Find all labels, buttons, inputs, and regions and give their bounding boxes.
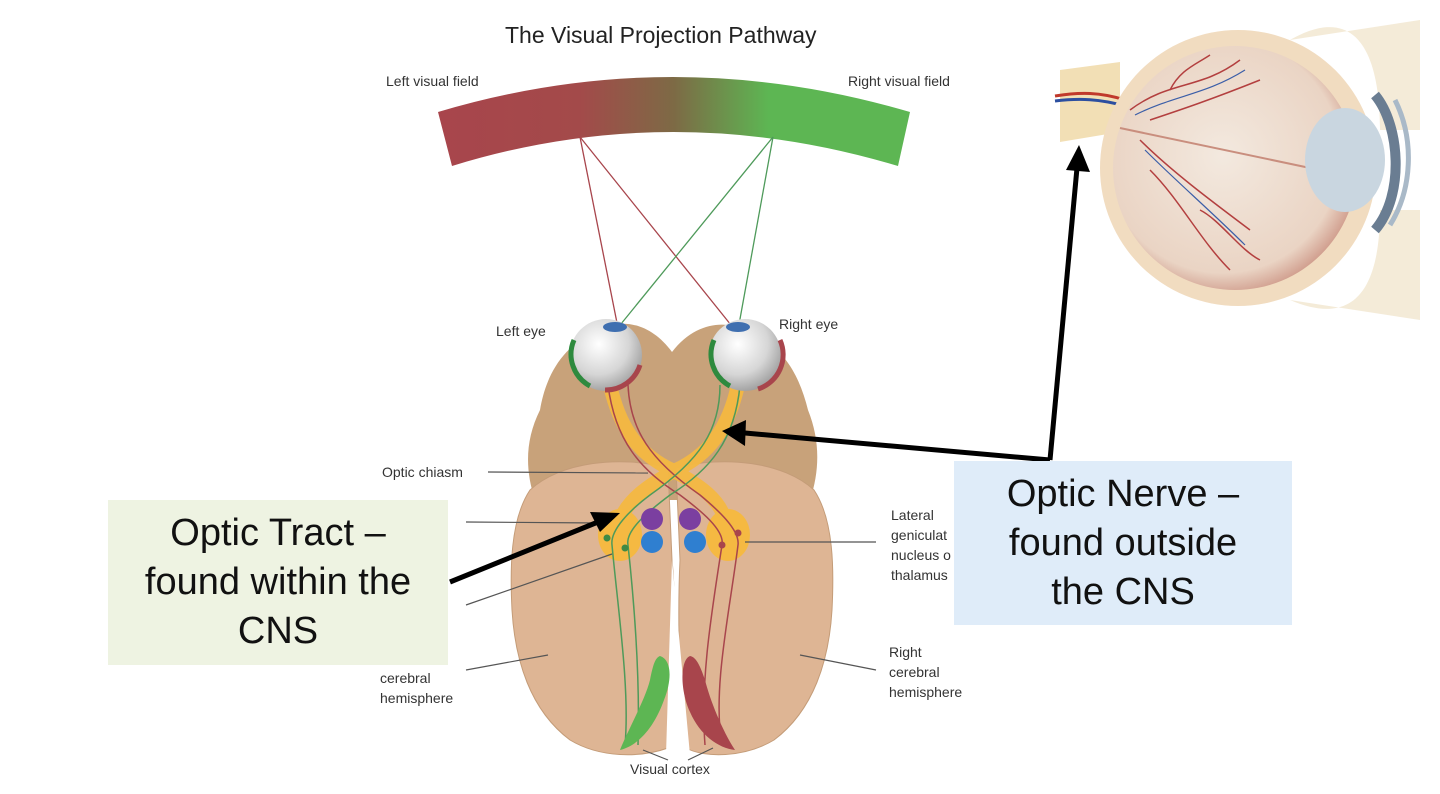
left-hemisphere-label: cerebral hemisphere <box>380 670 454 706</box>
lgn-dot <box>621 544 629 552</box>
nucleus-purple-left <box>641 508 663 530</box>
diagram-title: The Visual Projection Pathway <box>505 22 817 48</box>
projection-lines <box>579 136 774 339</box>
visual-cortex-label: Visual cortex <box>630 761 710 777</box>
left-eye <box>568 319 643 393</box>
nucleus-blue-right <box>684 531 706 553</box>
midline-fissure <box>666 560 690 755</box>
right-visual-field-label: Right visual field <box>848 73 950 89</box>
visual-cortex-right <box>682 656 735 750</box>
leader-lines <box>465 471 877 761</box>
right-hemisphere-label: Right cerebral hemisphere <box>889 644 963 700</box>
visual-field-arc <box>438 77 910 166</box>
optic-tract-callout: Optic Tract – found within the CNS <box>108 500 448 665</box>
visual-cortex-left <box>620 656 670 750</box>
lateral-geniculate-label: Lateral geniculat nucleus o thalamus <box>891 507 951 583</box>
eyeball-cross-section <box>1054 20 1420 320</box>
fiber-lines <box>607 384 741 746</box>
nucleus-purple-right <box>679 508 701 530</box>
lgn-right-region <box>706 509 750 561</box>
lgn-dot <box>603 534 611 542</box>
right-eye-label: Right eye <box>779 316 839 332</box>
nucleus-blue-left <box>641 531 663 553</box>
optic-pathway <box>603 378 745 527</box>
left-eye-label: Left eye <box>496 323 546 339</box>
callout-arrows <box>449 145 1090 585</box>
right-eye <box>708 319 786 392</box>
optic-chiasm-label: Optic chiasm <box>382 464 463 480</box>
lgn-dot <box>718 541 726 549</box>
left-visual-field-label: Left visual field <box>386 73 479 89</box>
lgn-dot <box>734 529 742 537</box>
optic-nerve-callout: Optic Nerve – found outside the CNS <box>954 461 1292 625</box>
